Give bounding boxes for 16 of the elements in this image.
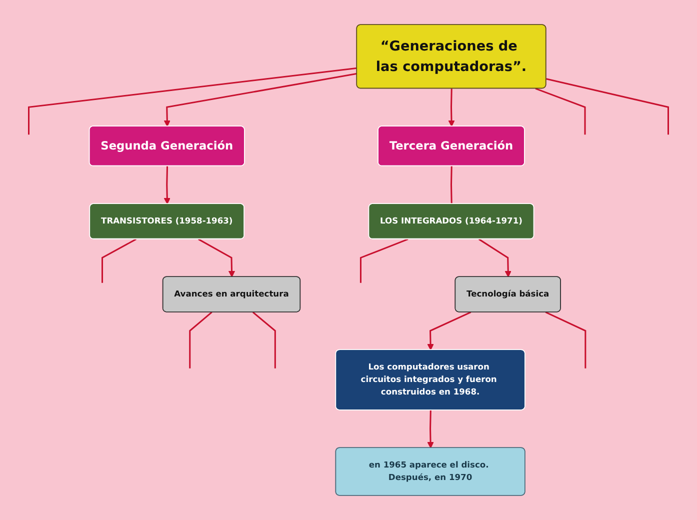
connector xyxy=(360,238,408,283)
connector xyxy=(450,166,452,204)
connector xyxy=(535,88,586,135)
arrow xyxy=(448,88,455,127)
arrow xyxy=(198,238,236,278)
arrow xyxy=(164,166,170,204)
connector xyxy=(546,78,669,135)
connector xyxy=(189,312,212,368)
connector xyxy=(102,238,136,283)
arrow xyxy=(478,238,512,278)
connector xyxy=(28,67,358,135)
arrow xyxy=(164,72,358,127)
arrow xyxy=(427,312,472,350)
arrow xyxy=(427,410,434,448)
connector xyxy=(252,312,276,368)
connector xyxy=(545,312,586,368)
